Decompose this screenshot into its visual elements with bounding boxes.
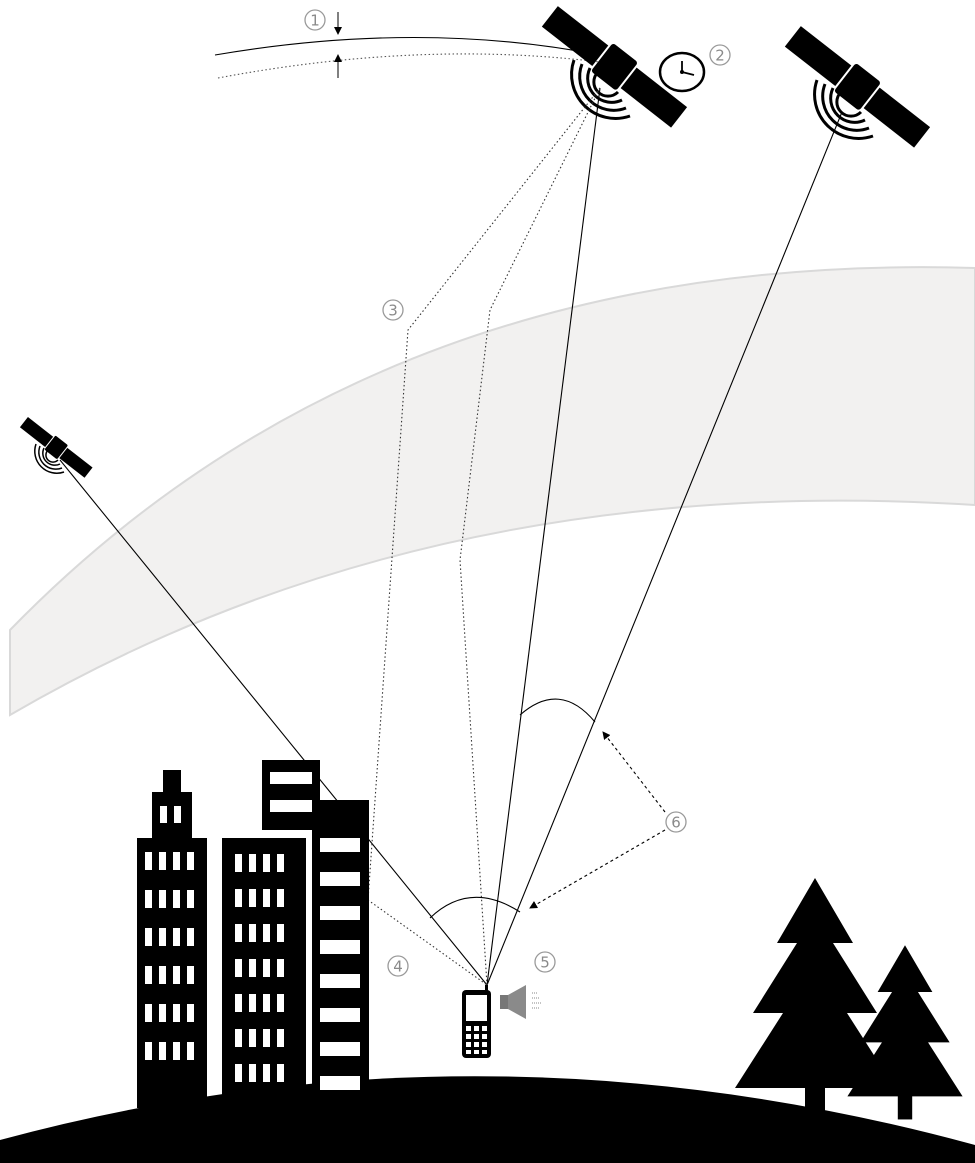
marker-1: 1 — [305, 10, 325, 30]
window — [277, 889, 284, 907]
window — [173, 1042, 180, 1060]
svg-text:3: 3 — [388, 302, 398, 320]
window — [263, 924, 270, 942]
window — [270, 800, 312, 812]
window — [159, 928, 166, 946]
window — [320, 906, 360, 920]
window — [187, 1042, 194, 1060]
window — [187, 928, 194, 946]
tree-icon — [847, 945, 962, 1119]
window — [173, 852, 180, 870]
window — [320, 1042, 360, 1056]
window — [235, 959, 242, 977]
window — [277, 994, 284, 1012]
window — [145, 852, 152, 870]
window — [187, 852, 194, 870]
window — [277, 1064, 284, 1082]
window — [249, 889, 256, 907]
svg-text:4: 4 — [393, 958, 403, 976]
window — [159, 852, 166, 870]
window — [263, 889, 270, 907]
window — [173, 890, 180, 908]
window — [235, 994, 242, 1012]
ionosphere-band — [10, 267, 975, 715]
window — [249, 959, 256, 977]
window — [263, 959, 270, 977]
marker-4: 4 — [388, 956, 408, 976]
marker-6: 6 — [666, 812, 686, 832]
window — [320, 872, 360, 886]
window — [320, 1076, 360, 1090]
window — [277, 1029, 284, 1047]
window — [249, 994, 256, 1012]
window — [159, 890, 166, 908]
window — [320, 838, 360, 852]
window — [187, 890, 194, 908]
window — [320, 1008, 360, 1022]
window — [145, 1042, 152, 1060]
window — [145, 928, 152, 946]
marker-6-pointers — [530, 732, 665, 908]
window — [263, 1029, 270, 1047]
window — [145, 1004, 152, 1022]
window — [277, 854, 284, 872]
window — [320, 974, 360, 988]
orbit-arcs — [215, 12, 600, 78]
window — [235, 1029, 242, 1047]
phone-icon — [462, 985, 491, 1058]
window — [320, 940, 360, 954]
window — [263, 854, 270, 872]
window — [173, 966, 180, 984]
svg-text:6: 6 — [671, 814, 681, 832]
window — [277, 959, 284, 977]
svg-text:5: 5 — [540, 954, 550, 972]
window — [235, 854, 242, 872]
window — [160, 806, 167, 823]
window — [249, 1029, 256, 1047]
clock-icon — [660, 53, 704, 91]
window — [235, 924, 242, 942]
window — [277, 924, 284, 942]
window — [263, 1064, 270, 1082]
window — [145, 890, 152, 908]
satellite-icon — [20, 417, 93, 478]
svg-text:1: 1 — [310, 12, 320, 30]
window — [249, 924, 256, 942]
satellite-icon — [785, 26, 930, 147]
window — [249, 854, 256, 872]
marker-2: 2 — [710, 45, 730, 65]
window — [145, 966, 152, 984]
window — [159, 1042, 166, 1060]
window — [263, 994, 270, 1012]
window — [249, 1064, 256, 1082]
svg-text:2: 2 — [715, 47, 725, 65]
window — [187, 1004, 194, 1022]
window — [235, 889, 242, 907]
window — [159, 1004, 166, 1022]
window — [173, 1004, 180, 1022]
speaker-icon — [500, 985, 542, 1019]
window — [270, 772, 312, 784]
window — [235, 1064, 242, 1082]
window — [173, 928, 180, 946]
marker-5: 5 — [535, 952, 555, 972]
marker-3: 3 — [383, 300, 403, 320]
window — [187, 966, 194, 984]
window — [159, 966, 166, 984]
window — [174, 806, 181, 823]
